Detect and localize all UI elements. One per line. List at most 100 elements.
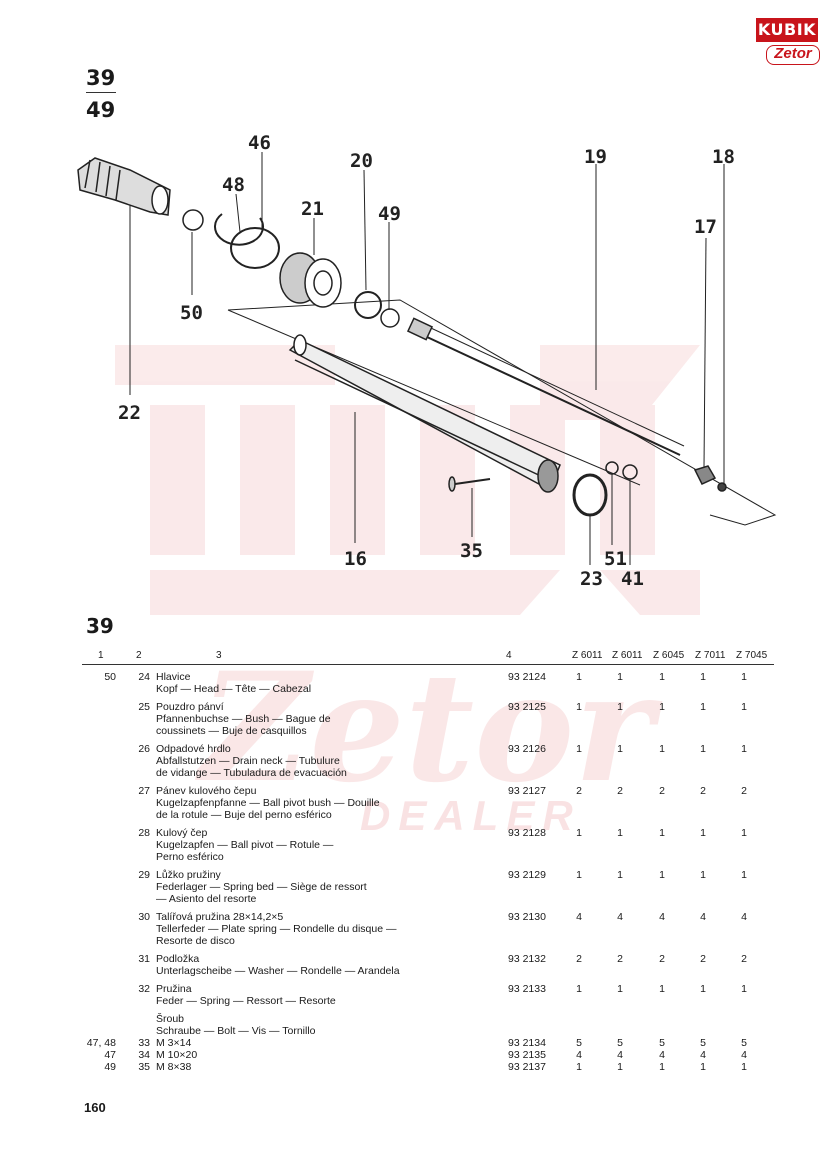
description-line: Perno esférico xyxy=(156,851,224,863)
quantity-cell: 1 xyxy=(576,827,582,839)
description-line: de la rotule — Buje del perno esférico xyxy=(156,809,332,821)
part-ring-49 xyxy=(380,308,400,328)
description-line: Šroub xyxy=(156,1013,185,1025)
section-number: 39 xyxy=(86,614,114,638)
part-washer-51 xyxy=(605,461,619,475)
description-line: de vidange — Tubuladura de evacuación xyxy=(156,767,347,779)
header-col-4: 4 xyxy=(506,650,512,661)
part-clip-23 xyxy=(572,473,608,517)
callout-18: 18 xyxy=(712,146,735,168)
description-line: M 8×38 xyxy=(156,1061,192,1073)
quantity-cell: 2 xyxy=(576,785,582,797)
description-line: M 3×14 xyxy=(156,1037,192,1049)
header-model-5: Z 7045 xyxy=(736,650,768,661)
part-18 xyxy=(717,482,727,492)
position-number: 30 xyxy=(138,911,150,923)
quantity-cell: 4 xyxy=(576,911,582,923)
callout-21: 21 xyxy=(301,198,324,220)
quantity-cell: 1 xyxy=(576,869,582,881)
part-ring-20 xyxy=(354,291,382,319)
quantity-cell: 1 xyxy=(576,671,582,683)
callout-22: 22 xyxy=(118,402,141,424)
header-model-2: Z 6011 xyxy=(612,650,643,661)
callout-46: 46 xyxy=(248,132,271,154)
description-line: Federlager — Spring bed — Siège de resso… xyxy=(156,881,367,893)
quantity-cell: 1 xyxy=(700,869,706,881)
quantity-cell: 2 xyxy=(659,785,665,797)
figure-ref: 50 xyxy=(104,671,116,683)
quantity-cell: 4 xyxy=(617,911,623,923)
quantity-cell: 5 xyxy=(659,1037,665,1049)
kubik-logo: KUBIK xyxy=(756,18,818,42)
callout-20: 20 xyxy=(350,150,373,172)
description-line: Tellerfeder — Plate spring — Rondelle du… xyxy=(156,923,397,935)
description-line: Podložka xyxy=(156,953,200,965)
quantity-cell: 2 xyxy=(700,953,706,965)
description-line: Feder — Spring — Ressort — Resorte xyxy=(156,995,336,1007)
quantity-cell: 4 xyxy=(659,911,665,923)
quantity-cell: 4 xyxy=(617,1049,623,1061)
header-model-1: Z 6011 xyxy=(572,650,603,661)
quantity-cell: 1 xyxy=(741,701,747,713)
quantity-cell: 1 xyxy=(700,701,706,713)
position-number: 26 xyxy=(138,743,150,755)
part-number: 93 2130 xyxy=(508,911,546,923)
quantity-cell: 4 xyxy=(741,911,747,923)
part-number: 93 2132 xyxy=(508,953,546,965)
quantity-cell: 1 xyxy=(576,1061,582,1073)
quantity-cell: 4 xyxy=(576,1049,582,1061)
quantity-cell: 5 xyxy=(700,1037,706,1049)
quantity-cell: 1 xyxy=(700,827,706,839)
parts-table: 1 2 3 4 Z 6011 Z 6011 Z 6045 Z 7011 Z 70… xyxy=(82,650,774,1073)
quantity-cell: 2 xyxy=(617,785,623,797)
description-line: Resorte de disco xyxy=(156,935,235,947)
quantity-cell: 1 xyxy=(576,983,582,995)
header-col-1: 1 xyxy=(98,650,104,661)
quantity-cell: 1 xyxy=(741,983,747,995)
part-head xyxy=(77,157,171,216)
callout-23: 23 xyxy=(580,568,603,590)
callout-35: 35 xyxy=(460,540,483,562)
quantity-cell: 1 xyxy=(700,671,706,683)
part-number: 93 2137 xyxy=(508,1061,546,1073)
quantity-cell: 2 xyxy=(659,953,665,965)
description-line: Pfannenbuchse — Bush — Bague de xyxy=(156,713,331,725)
quantity-cell: 2 xyxy=(700,785,706,797)
description-line: Pouzdro pánví xyxy=(156,701,224,713)
part-number: 93 2133 xyxy=(508,983,546,995)
description-line: Pružina xyxy=(156,983,192,995)
part-washer-41 xyxy=(622,464,638,480)
exploded-parts-diagram xyxy=(77,152,777,565)
zetor-logo: Zetor xyxy=(766,45,820,65)
description-line: Abfallstutzen — Drain neck — Tubulure xyxy=(156,755,340,767)
part-number: 93 2129 xyxy=(508,869,546,881)
quantity-cell: 4 xyxy=(741,1049,747,1061)
quantity-cell: 1 xyxy=(700,983,706,995)
quantity-cell: 1 xyxy=(576,743,582,755)
description-line: Pánev kulového čepu xyxy=(156,785,257,797)
callout-16: 16 xyxy=(344,548,367,570)
quantity-cell: 4 xyxy=(700,1049,706,1061)
quantity-cell: 1 xyxy=(659,671,665,683)
position-number: 28 xyxy=(138,827,150,839)
quantity-cell: 1 xyxy=(741,869,747,881)
description-line: Hlavice xyxy=(156,671,191,683)
part-number: 93 2125 xyxy=(508,701,546,713)
position-number: 27 xyxy=(138,785,150,797)
position-number: 24 xyxy=(138,671,150,683)
description-line: coussinets — Buje de casquillos xyxy=(156,725,307,737)
part-ring-46 xyxy=(230,227,280,269)
description-line: Schraube — Bolt — Vis — Tornillo xyxy=(156,1025,316,1037)
quantity-cell: 1 xyxy=(741,671,747,683)
description-line: Talířová pružina 28×14,2×5 xyxy=(156,911,284,923)
part-tube-16 xyxy=(288,334,561,493)
part-nut-17 xyxy=(693,465,717,485)
description-line: Kopf — Head — Tête — Cabezal xyxy=(156,683,312,695)
quantity-cell: 4 xyxy=(659,1049,665,1061)
position-number: 32 xyxy=(138,983,150,995)
quantity-cell: 1 xyxy=(617,671,623,683)
